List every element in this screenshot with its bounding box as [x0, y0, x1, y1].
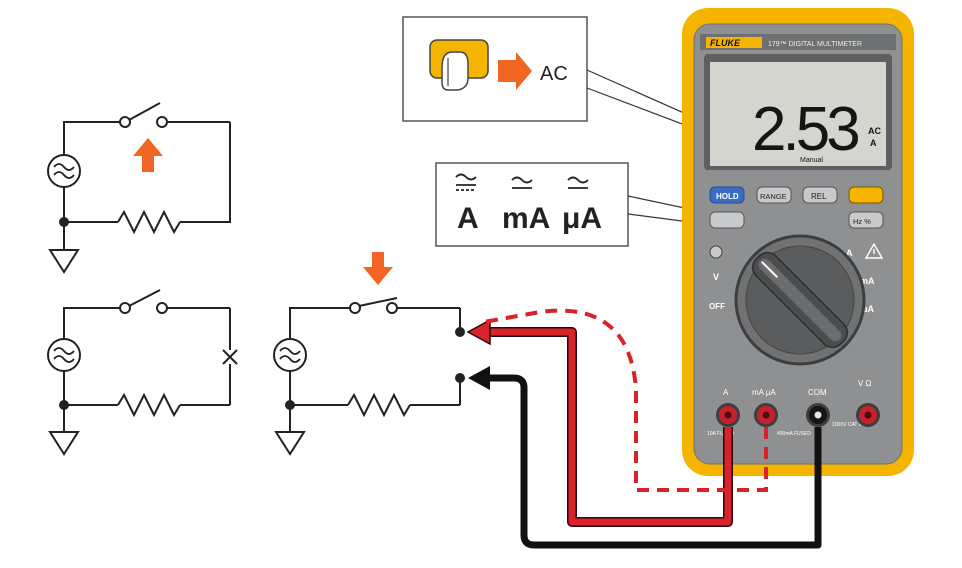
brand-logo — [706, 37, 762, 48]
lcd-unit-ac: AC — [868, 126, 881, 136]
hz-button[interactable]: Hz % — [848, 211, 884, 229]
ac-select-button[interactable] — [848, 186, 884, 204]
ac-source-icon — [273, 338, 307, 372]
red-probe-tip — [466, 318, 491, 346]
unit-a-label: A — [457, 202, 479, 235]
jack-ma-ua-label: mA μA — [752, 388, 776, 397]
jack-v[interactable] — [856, 403, 880, 427]
jack-com-hole — [814, 411, 822, 419]
ac-source-icon — [47, 338, 81, 372]
brand-label: FLUKE — [710, 38, 741, 48]
svg-text:HOLD: HOLD — [716, 192, 739, 201]
junction-dot — [285, 400, 295, 410]
ac-source-icon — [47, 154, 81, 188]
resistor-icon — [117, 392, 181, 418]
black-lead[interactable] — [484, 374, 822, 549]
jack-a-label: A — [723, 388, 729, 397]
unit-ma-label: mA — [502, 202, 550, 235]
resistor-icon — [117, 209, 181, 235]
dial-v-ac: V — [713, 272, 719, 282]
jack-v-label: V Ω — [858, 379, 872, 388]
dial-a: A — [846, 248, 853, 258]
junction-dot — [59, 400, 69, 410]
ac-label: AC — [540, 63, 568, 85]
jack-com-label: COM — [808, 388, 827, 397]
arrow-up-icon — [133, 138, 163, 172]
multimeter: FLUKE 179™ DIGITAL MULTIMETER 2.53 AC A … — [682, 8, 914, 476]
ground-icon — [48, 431, 80, 456]
ground-icon — [48, 249, 80, 274]
switch-icon — [119, 102, 168, 128]
svg-text:RANGE: RANGE — [760, 192, 787, 201]
test-point-bottom — [455, 373, 465, 383]
break-mark — [222, 349, 238, 365]
svg-text:Hz %: Hz % — [853, 217, 871, 226]
ac-button-icon — [429, 39, 489, 91]
rotary-dial[interactable] — [734, 234, 866, 366]
range-button[interactable]: RANGE — [756, 186, 792, 204]
test-point-top — [455, 327, 465, 337]
ground-icon — [274, 431, 306, 456]
dial-off: OFF — [709, 302, 725, 311]
model-label: 179™ DIGITAL MULTIMETER — [768, 41, 862, 48]
black-probe-tip — [468, 366, 490, 390]
dial-ma: mA — [860, 276, 875, 286]
callout-units: A mA μA — [435, 162, 629, 247]
circuit-3 — [289, 307, 461, 432]
jack-a-hole — [724, 411, 732, 419]
fuse-ma-label: 400mA FUSED — [777, 431, 811, 437]
rel-button[interactable]: REL — [802, 186, 838, 204]
fuse-a-label: 10A FUSED — [707, 431, 734, 437]
hold-button[interactable]: HOLD — [709, 186, 745, 204]
cat-label: 1000V CAT II — [832, 422, 862, 428]
lcd-screen — [710, 62, 886, 166]
arrow-right-icon — [498, 52, 532, 90]
circuit-2 — [63, 307, 231, 432]
callout-ac: AC — [402, 16, 588, 122]
minmax-button[interactable] — [709, 211, 745, 229]
lcd-unit-a: A — [870, 138, 877, 148]
arrow-down-icon — [363, 252, 393, 285]
ac-dc-symbol-icon — [455, 173, 589, 191]
unit-ua-label: μA — [562, 202, 602, 235]
lcd-reading: 2.53 — [752, 95, 858, 164]
junction-dot — [59, 217, 69, 227]
lcd-manual-label: Manual — [800, 157, 823, 164]
dial-markings: V OFF A mA μA — [709, 242, 884, 314]
red-lead-alternate — [483, 308, 768, 492]
switch-icon — [349, 297, 398, 314]
switch-icon — [119, 289, 168, 314]
svg-text:REL: REL — [811, 192, 827, 201]
warning-icon — [864, 242, 884, 259]
jack-ma-ua-hole — [762, 411, 770, 419]
resistor-icon — [347, 392, 411, 418]
dial-ua: μA — [862, 304, 875, 314]
